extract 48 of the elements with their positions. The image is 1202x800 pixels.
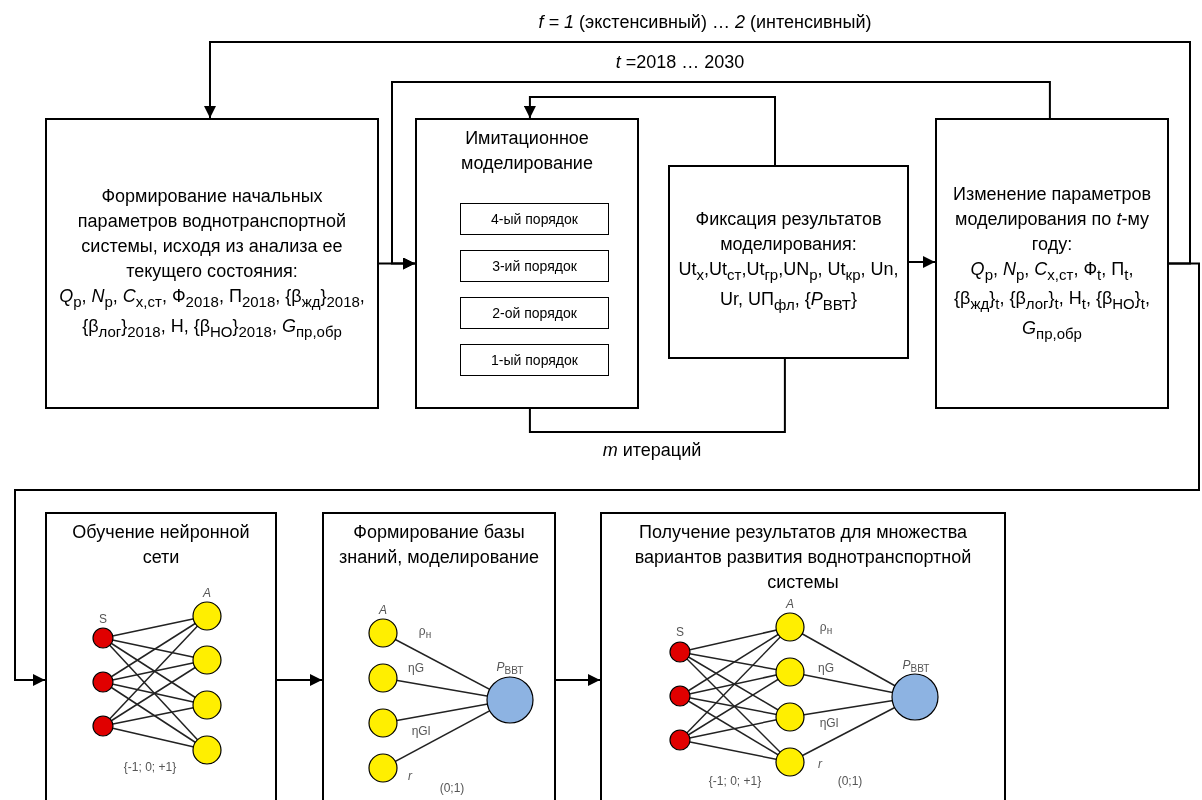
subgraph-box [415,118,639,409]
process-box [668,165,909,359]
value-range-label: (0;1) [837,774,863,788]
output-label: P$_{ВВТ}$ [496,659,524,679]
neuron-layer-label: S [676,625,684,639]
weight-label: ρ$_{н}$ [819,619,833,639]
weight-label: r [818,757,822,771]
arrow [276,674,323,686]
arrow [14,262,1200,686]
neuron-layer-label: A [203,586,211,600]
output-label: P$_{ВВТ}$ [902,657,930,677]
arrow [555,674,601,686]
arrow [523,96,776,166]
process-box [322,512,556,800]
weight-label: ηGl [411,724,431,738]
value-range-label: (0;1) [439,781,465,795]
box-title: Обучение нейронной сети [71,521,251,569]
order-box: 2-ой порядок [460,297,609,329]
weight-label: r [408,769,412,783]
neuron-layer-label: A [379,603,387,617]
weight-label: ηGl [819,716,839,730]
process-box [935,118,1169,409]
box-title: Формирование базы знаний, моделирование [337,521,541,569]
arrow [204,41,1191,265]
box-heading: Формирование начальных параметров воднотранспортной системы, исходя из анализа ее текущего состояния: [76,184,348,283]
weight-label: ηG [408,661,424,675]
parameter-list: Q$_{р}$, N$_{р}$, C$_{х,ст}$, Ф$_{2018}$, П$_{2018}$, {β$_{жд}$}$_{2018}$, {β$_{лог}$}$_{2018}$, Н, {β$_{НО}$}$_{2018}$, G$_{пр,обр}$ [47,283,377,344]
weight-label: ρ$_{н}$ [418,623,432,643]
value-range-label: {-1; 0; +1} [123,760,177,774]
arrow [391,81,1051,270]
box-heading: Фиксация результатов моделирования: [694,208,883,257]
process-box [600,512,1006,800]
order-box: 4-ый порядок [460,203,609,235]
order-box: 3-ий порядок [460,250,609,282]
parameter-list: Q$_{р}$, N$_{р}$, C$_{х,ст}$, Ф$_{t}$, П$_{t}$, {β$_{жд}$}$_{t}$, {β$_{лог}$}$_{t}$, Н$_{t}$, {β$_{НО}$}$_{t}$, G$_{пр,обр}$ [937,256,1167,346]
arrow [908,256,936,268]
value-range-label: {-1; 0; +1} [708,774,762,788]
process-box [45,512,277,800]
box-title: Получение результатов для множества вариантов развития воднотранспортной системы [633,521,973,594]
group-title: Имитационное моделирование [460,127,594,175]
box-heading: Изменение параметров моделирования по t-му году: [952,182,1152,256]
process-box [45,118,379,409]
parameter-list: Ut$_{х}$,Ut$_{ст}$,Ut$_{гр}$,UN$_{р}$, Ut$_{кр}$, Un, Ur, UП$_{фл}$, {P$_{ВВТ}$} [670,257,907,317]
weight-label: ηG [818,661,834,675]
neuron-layer-label: A [786,597,794,611]
neuron-layer-label: S [99,612,107,626]
connector-line [528,358,786,433]
order-box: 1-ый порядок [460,344,609,376]
